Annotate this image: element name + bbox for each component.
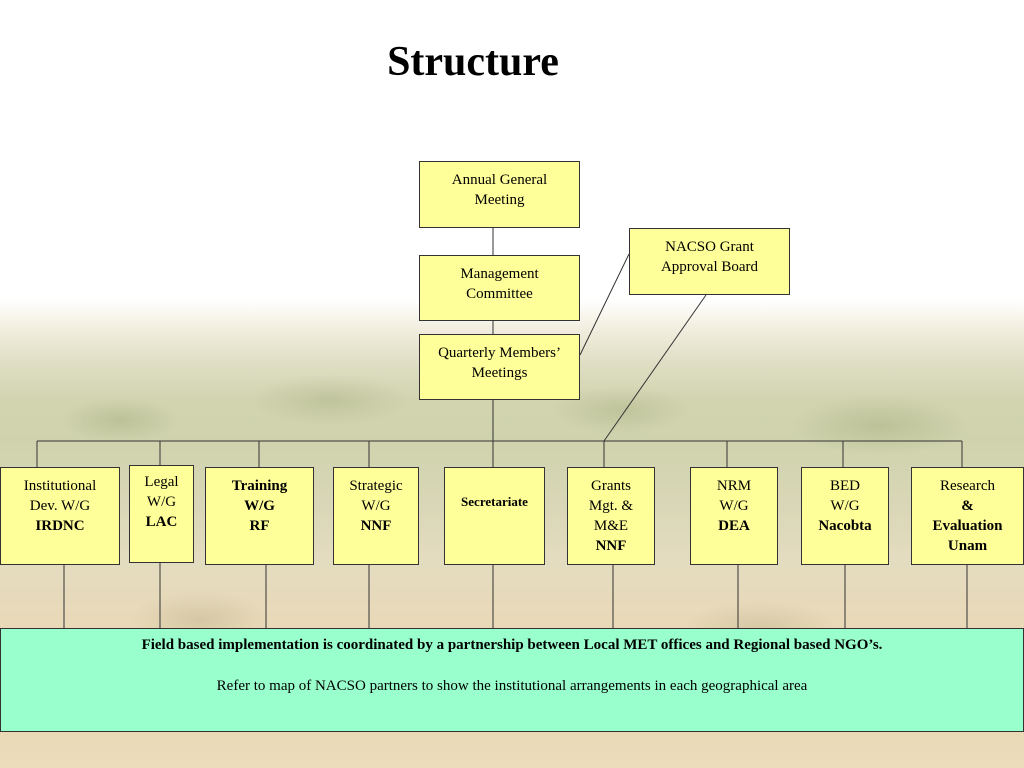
strategic-wg-box: Strategic W/G NNF [333, 467, 419, 565]
annual-general-meeting-box: Annual General Meeting [419, 161, 580, 228]
box-line: Quarterly Members’ [438, 345, 561, 361]
box-partner: LAC [145, 514, 178, 530]
box-line: Evaluation [932, 518, 1003, 534]
box-partner: DEA [718, 518, 750, 534]
footer-line-1: Field based implementation is coordinate… [141, 637, 883, 653]
box-partner: Nacobta [818, 518, 872, 534]
footer-line-2: Refer to map of NACSO partners to show t… [216, 678, 808, 694]
box-line: Approval Board [660, 259, 759, 275]
legal-wg-box: Legal W/G LAC [129, 465, 194, 563]
box-partner: NNF [595, 538, 627, 554]
box-line: Mgt. & [588, 498, 634, 514]
research-evaluation-box: Research & Evaluation Unam [911, 467, 1024, 565]
secretariate-box: Secretariate [444, 467, 545, 565]
box-line: W/G [146, 494, 177, 510]
box-line: Management [460, 266, 539, 282]
box-line: Research [940, 478, 995, 494]
box-line: Strategic [349, 478, 403, 494]
field-implementation-note: Field based implementation is coordinate… [0, 628, 1024, 732]
box-line: & [961, 498, 974, 514]
box-partner: Unam [947, 538, 988, 554]
box-line: Annual General [451, 172, 548, 188]
box-partner: NNF [360, 518, 392, 534]
box-line: Legal [144, 474, 179, 490]
box-partner: RF [249, 518, 270, 534]
bed-wg-box: BED W/G Nacobta [801, 467, 889, 565]
nacso-grant-approval-board-box: NACSO Grant Approval Board [629, 228, 790, 295]
box-line: NRM [716, 478, 752, 494]
nrm-wg-box: NRM W/G DEA [690, 467, 778, 565]
box-line: W/G [244, 498, 275, 514]
box-line: NACSO Grant [665, 239, 754, 255]
box-line: Committee [466, 286, 533, 302]
page-title: Structure [387, 39, 559, 85]
box-line: Institutional [23, 478, 97, 494]
box-line: W/G [719, 498, 749, 514]
institutional-dev-wg-box: Institutional Dev. W/G IRDNC [0, 467, 120, 565]
quarterly-to-grant-board-line [579, 253, 630, 356]
management-committee-box: Management Committee [419, 255, 580, 321]
box-line: Grants [591, 478, 631, 494]
box-line: Secretariate [461, 494, 528, 509]
box-line: Dev. W/G [29, 498, 91, 514]
box-line: Meeting [474, 192, 525, 208]
grants-mgt-me-box: Grants Mgt. & M&E NNF [567, 467, 655, 565]
training-wg-box: Training W/G RF [205, 467, 314, 565]
box-line: BED [830, 478, 860, 494]
box-partner: IRDNC [35, 518, 85, 534]
box-line: M&E [593, 518, 629, 534]
box-line: Training [231, 478, 288, 494]
box-line: Meetings [471, 365, 528, 381]
box-line: W/G [830, 498, 860, 514]
grant-board-to-grants-line [603, 294, 707, 442]
box-line: W/G [361, 498, 391, 514]
quarterly-members-meetings-box: Quarterly Members’ Meetings [419, 334, 580, 400]
